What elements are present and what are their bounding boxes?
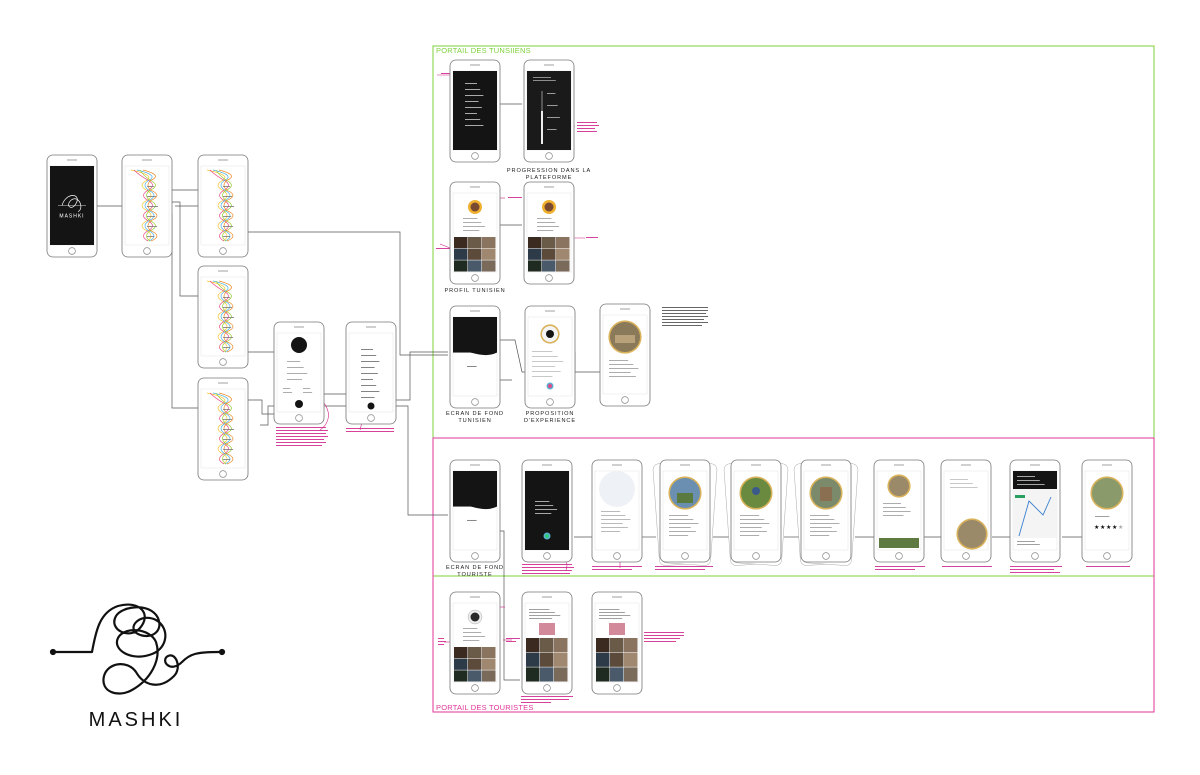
phone-login [273, 321, 325, 425]
phone-photo-bottom [940, 459, 992, 563]
phone-rating: ★★★★★ [1081, 459, 1133, 563]
phone-progress [523, 59, 575, 163]
caption-proposition-2: D'EXPERIENCE [524, 418, 576, 424]
gray-text-block [662, 307, 708, 326]
portal-tunisians-label: PORTAIL DES TUNSIIENS [436, 46, 531, 55]
splash-brand-text: MASHKI [59, 214, 84, 220]
phone-map-4 [197, 377, 249, 481]
phone-profil-tunisien [449, 181, 501, 285]
phone-experience [599, 303, 651, 407]
phone-map-1 [121, 154, 173, 258]
screen-captions: PROGRESSION DANS LA PLATEFORME PROFIL TU… [444, 168, 591, 578]
caption-ecran-tunisien-1: ECRAN DE FOND [446, 411, 504, 417]
phone-menu-white [345, 321, 397, 425]
phone-menu-dark [449, 59, 501, 163]
phone-map-3 [197, 265, 249, 369]
phone-photo-detail [873, 459, 925, 563]
phone-screens: MASHKI★★★★★ [46, 59, 1133, 695]
phone-tourist-dark [521, 459, 573, 563]
portal-tourists-label: PORTAIL DES TOURISTES [436, 703, 534, 712]
mashki-logo [49, 603, 226, 695]
phone-proposition [524, 305, 576, 409]
rating-star-icon: ★ [1112, 524, 1117, 531]
rating-star-icon: ★ [1094, 524, 1099, 531]
caption-profil-tunisien: PROFIL TUNISIEN [444, 288, 505, 294]
phone-ecran-touriste [449, 459, 501, 563]
caption-progression-1: PROGRESSION DANS LA [507, 168, 591, 174]
brand-name: MASHKI [89, 709, 184, 731]
phone-fog [591, 459, 643, 563]
caption-ecran-tunisien-2: TUNISIEN [458, 418, 491, 424]
phone-profil-tunisien-2 [523, 181, 575, 285]
phone-photo-card-2 [730, 459, 782, 563]
rating-star-icon: ★ [1118, 524, 1123, 531]
caption-proposition-1: PROPOSITION [526, 411, 575, 417]
rating-star-icon: ★ [1100, 524, 1105, 531]
phone-map-2 [197, 154, 249, 258]
phone-ecran-tunisien [449, 305, 501, 409]
phone-tourist-profile [449, 591, 501, 695]
portal-tunisians-frame [432, 45, 1155, 577]
phone-splash: MASHKI [46, 154, 98, 258]
flow-connectors [97, 103, 1082, 681]
caption-ecran-touriste-2: TOURISTE [457, 572, 492, 578]
phone-map-route [1009, 459, 1061, 563]
phone-tourist-feed [521, 591, 573, 695]
rating-star-icon: ★ [1106, 524, 1111, 531]
annotation-text-blocks [276, 73, 1130, 703]
caption-ecran-touriste-1: ECRAN DE FOND [446, 565, 504, 571]
phone-photo-card-3 [800, 459, 852, 563]
caption-progression-2: PLATEFORME [526, 175, 573, 181]
portal-tourists-frame [432, 437, 1155, 713]
phone-tourist-feed-2 [591, 591, 643, 695]
phone-photo-card-1 [659, 459, 711, 563]
